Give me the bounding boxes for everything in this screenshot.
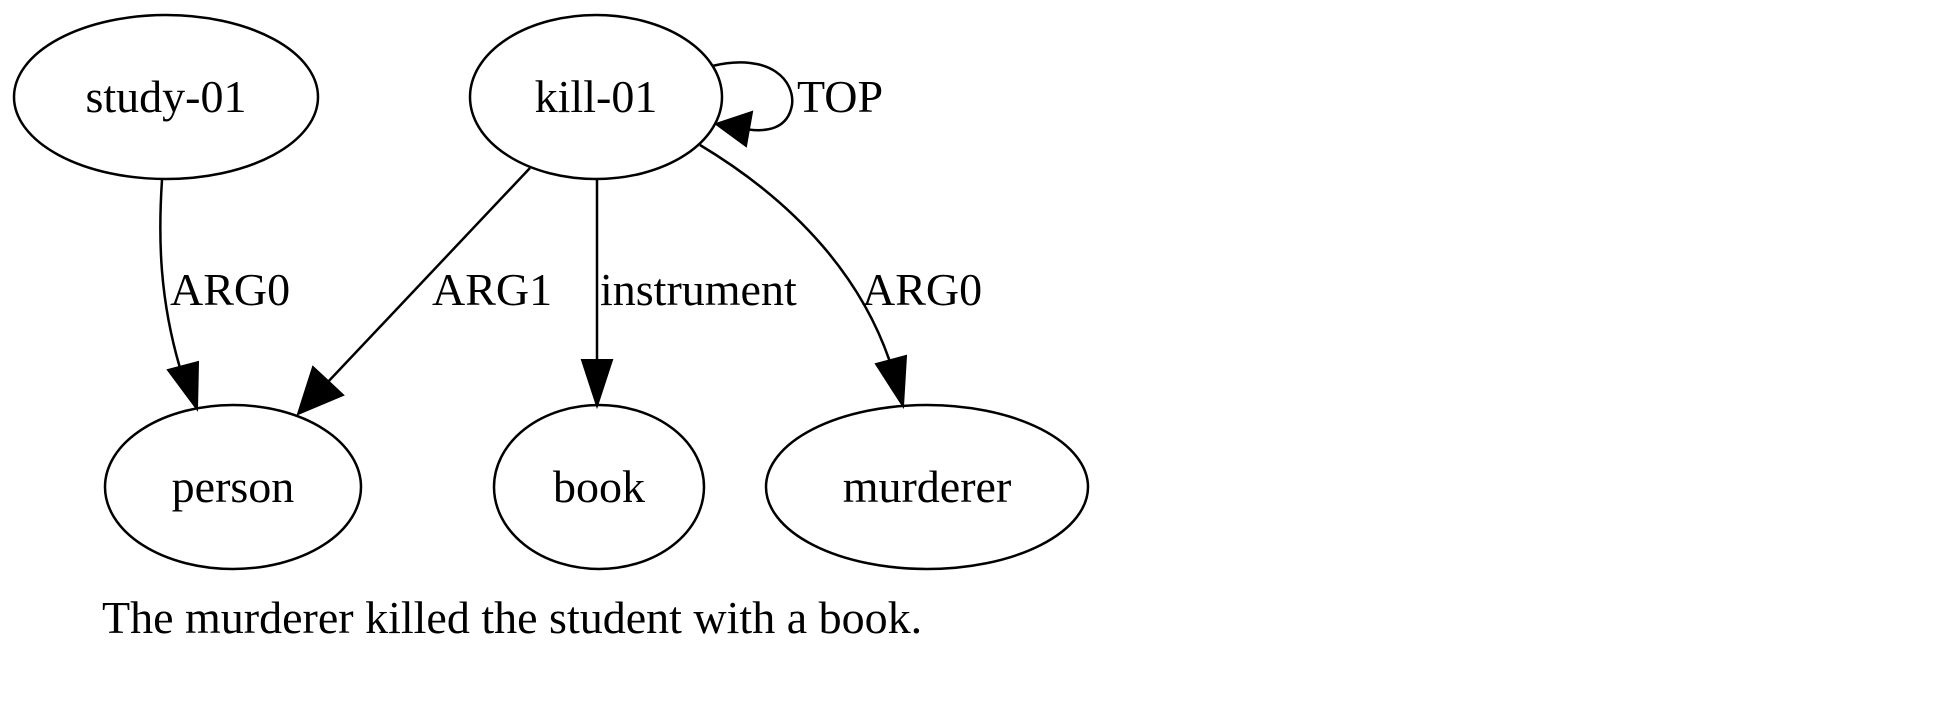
edge-kill-book-arrowhead xyxy=(580,359,614,410)
node-murderer-label: murderer xyxy=(843,461,1012,512)
node-kill-01: kill-01 xyxy=(468,13,724,181)
edge-kill-top-arrowhead xyxy=(713,110,754,148)
node-study-01-shape xyxy=(12,13,320,181)
node-book: book xyxy=(492,403,706,571)
edge-study-person-arrowhead xyxy=(166,360,200,412)
edge-kill-person-label: ARG1 xyxy=(432,264,552,315)
edge-kill-murderer: ARG0 xyxy=(699,143,982,410)
node-kill-01-label: kill-01 xyxy=(535,71,658,122)
node-kill-01-shape xyxy=(468,13,724,181)
edge-kill-top: TOP xyxy=(711,61,883,148)
node-book-label: book xyxy=(553,461,645,512)
edge-kill-murderer-line xyxy=(699,143,892,363)
node-person: person xyxy=(103,403,363,571)
node-person-label: person xyxy=(172,461,295,512)
edge-kill-person-line xyxy=(325,167,531,385)
edge-kill-book-label: instrument xyxy=(600,264,797,315)
node-murderer-shape xyxy=(764,403,1090,571)
node-study-01-label: study-01 xyxy=(86,71,247,122)
node-murderer: murderer xyxy=(764,403,1090,571)
edge-kill-person-arrowhead xyxy=(296,365,345,416)
node-book-shape xyxy=(492,403,706,571)
edge-kill-person: ARG1 xyxy=(296,167,552,416)
node-person-shape xyxy=(103,403,363,571)
edge-study-person-line xyxy=(159,179,182,369)
sentence-caption: The murderer killed the student with a b… xyxy=(102,592,922,643)
node-study-01: study-01 xyxy=(12,13,320,181)
edge-study-person: ARG0 xyxy=(159,179,290,412)
edge-kill-book: instrument xyxy=(580,180,797,410)
edge-kill-top-line xyxy=(711,61,794,132)
edge-kill-murderer-arrowhead xyxy=(874,354,908,410)
edge-kill-murderer-label: ARG0 xyxy=(862,264,982,315)
edge-study-person-label: ARG0 xyxy=(170,264,290,315)
edge-kill-top-label: TOP xyxy=(797,71,883,122)
